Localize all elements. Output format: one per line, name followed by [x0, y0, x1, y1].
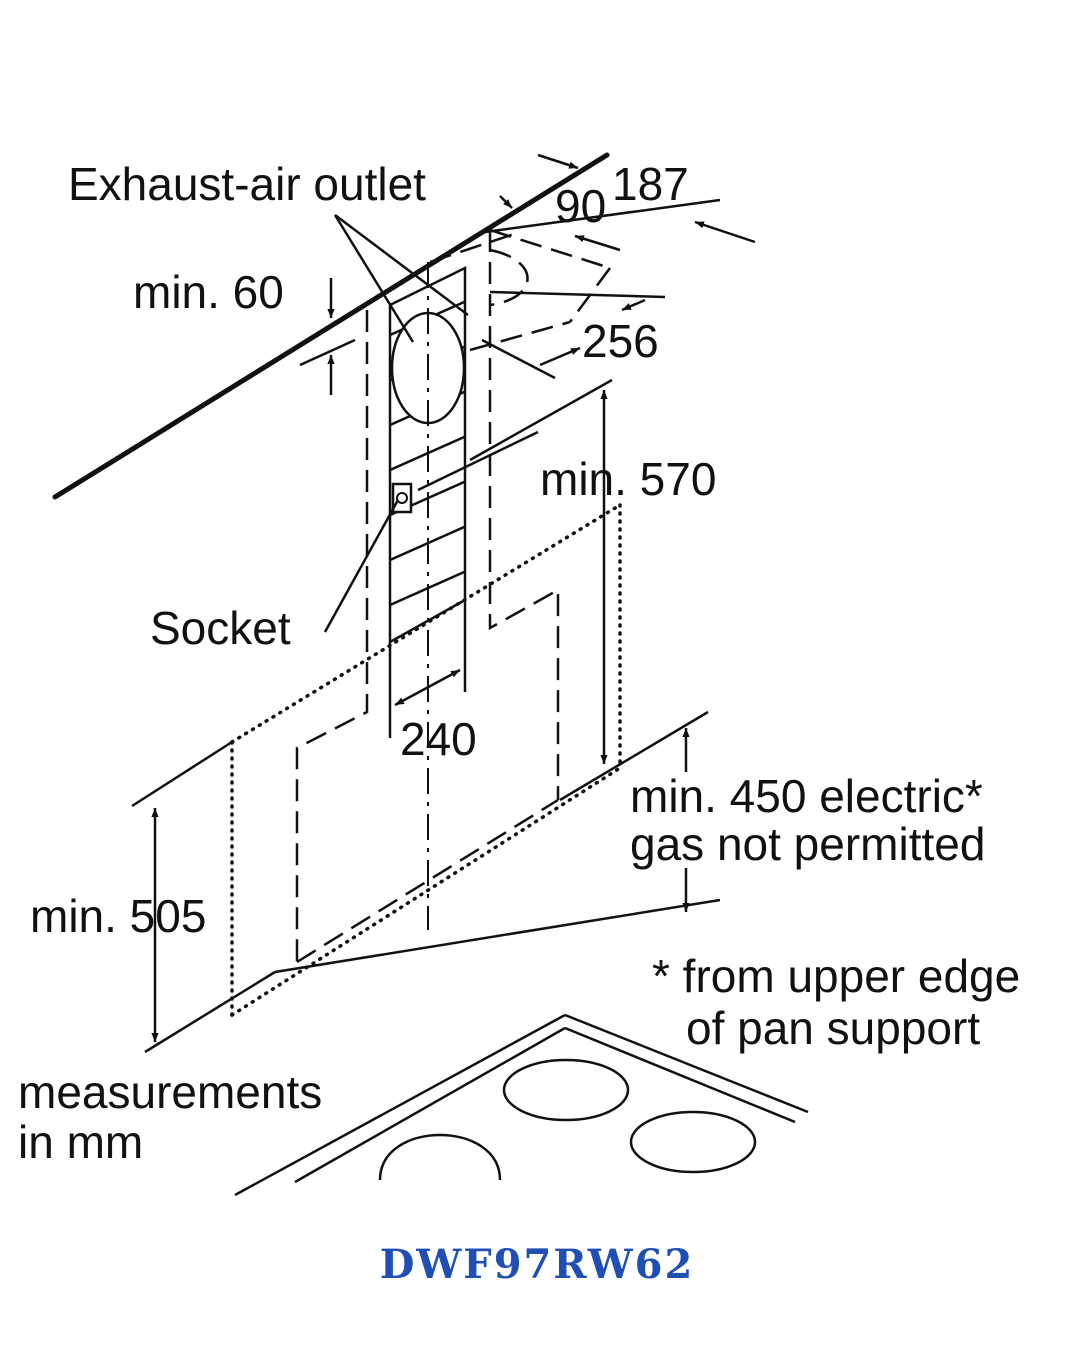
socket-label: Socket: [150, 602, 291, 654]
units-line-1: measurements: [18, 1066, 322, 1118]
dim-187-label: 187: [612, 158, 689, 210]
exhaust-air-outlet-label: Exhaust-air outlet: [68, 158, 426, 210]
min-570-label: min. 570: [540, 453, 716, 505]
min-450-label: min. 450 electric*: [630, 770, 983, 822]
footnote-line-1: * from upper edge: [652, 950, 1020, 1002]
hob-burner: [502, 1058, 630, 1122]
units-line-2: in mm: [18, 1116, 143, 1168]
dimension-256: [481, 298, 646, 380]
dimension-187: [484, 153, 756, 244]
socket-box: [391, 482, 413, 514]
gas-not-permitted-label: gas not permitted: [630, 818, 985, 870]
hob-burner: [378, 1133, 502, 1181]
chimney-outline: [295, 228, 612, 964]
min-505-label: min. 505: [30, 890, 206, 942]
dimension-min-505: [131, 740, 276, 1054]
dim-256-label: 256: [582, 315, 659, 367]
hob: [234, 898, 809, 1197]
dimension-min-60: [299, 278, 356, 395]
dimension-min-570: [469, 378, 613, 764]
hob-burner: [629, 1110, 757, 1174]
dim-90-label: 90: [555, 180, 606, 232]
leader-lines: [323, 195, 539, 633]
dimension-240: [388, 600, 467, 738]
model-name: DWF97RW62: [380, 1241, 695, 1288]
dim-240-label: 240: [400, 713, 477, 765]
ceiling-line: [52, 152, 610, 500]
min-60-label: min. 60: [133, 266, 284, 318]
hood-outline: [230, 503, 622, 1017]
dimension-90: [489, 234, 666, 299]
footnote-line-2: of pan support: [686, 1002, 980, 1054]
